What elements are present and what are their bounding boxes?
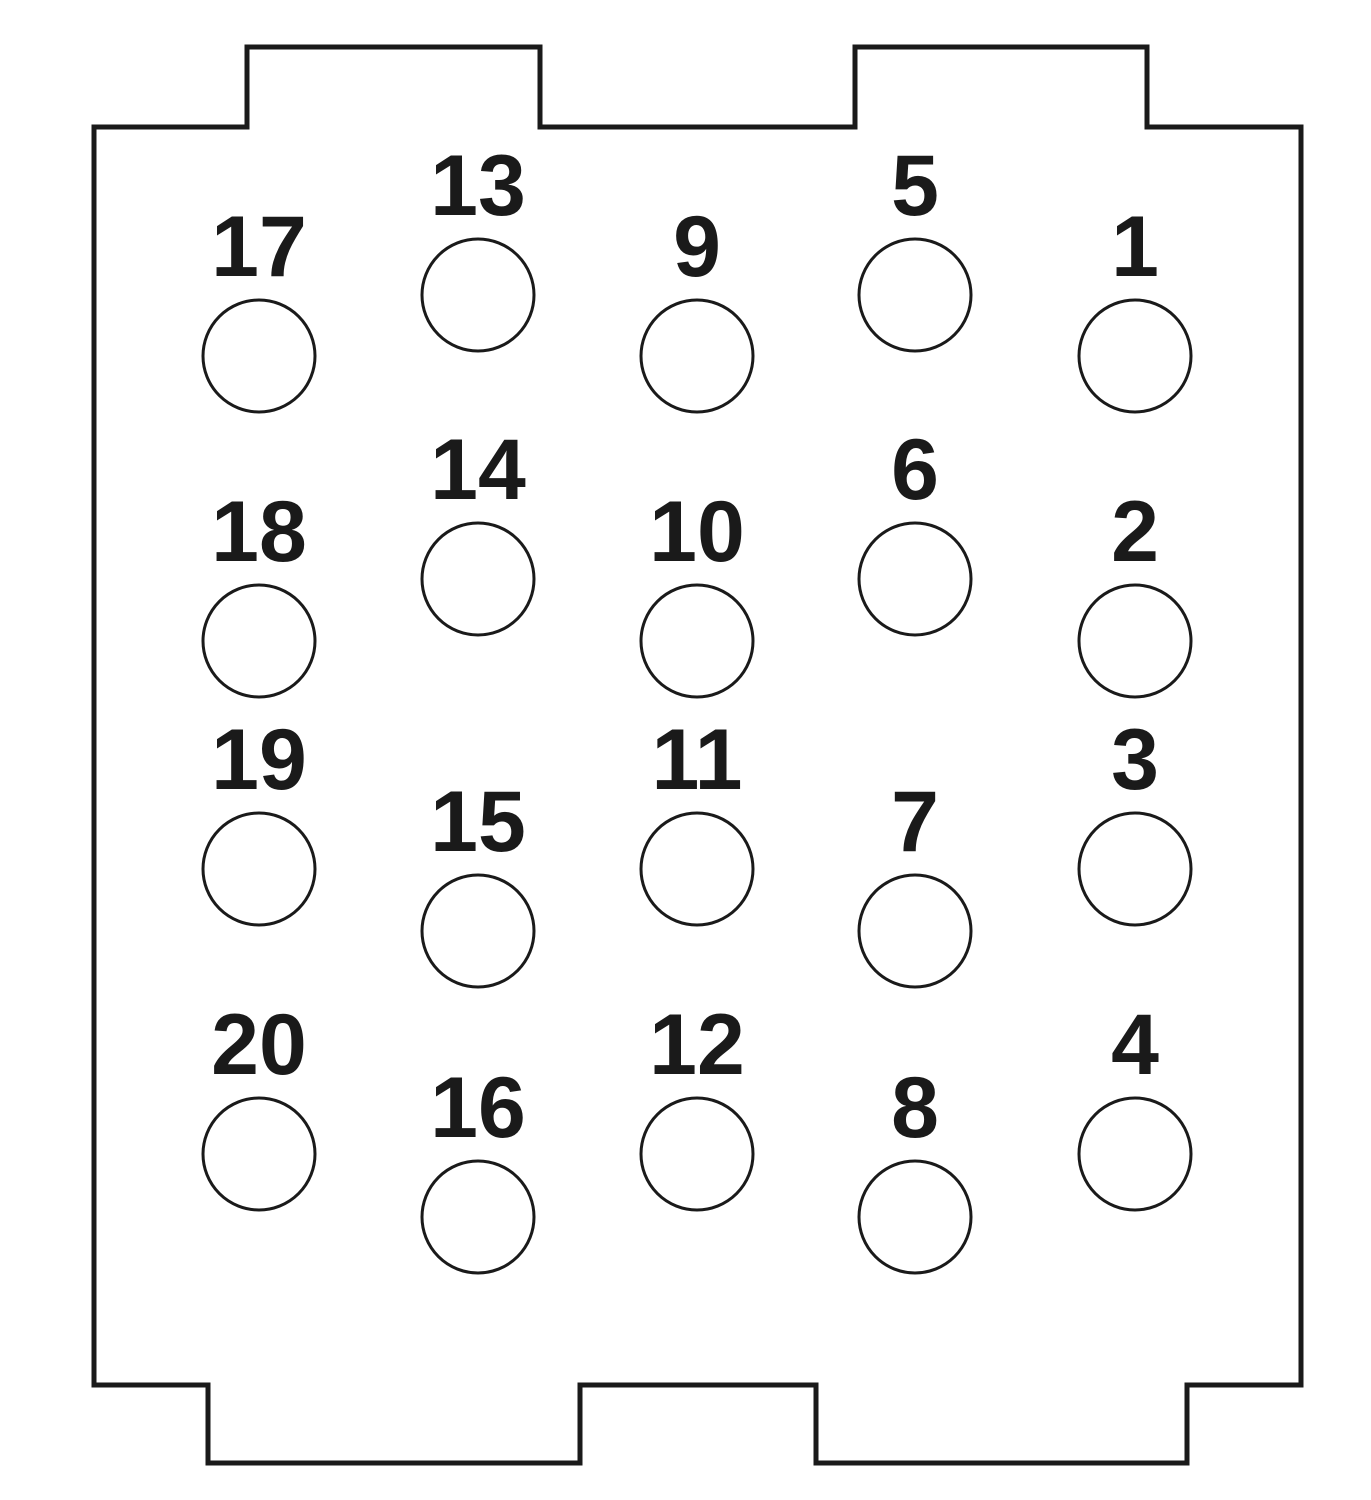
pin-label-13: 13 [430,138,526,234]
pin-label-6: 6 [891,422,939,518]
pin-hole-14 [420,521,536,637]
pin-hole-5 [857,237,973,353]
pin-hole-1 [1077,298,1193,414]
pin-label-2: 2 [1111,484,1159,580]
pin-label-20: 20 [211,997,307,1093]
pin-hole-4 [1077,1096,1193,1212]
pin-hole-10 [639,583,755,699]
pin-hole-17 [201,298,317,414]
pin-hole-11 [639,811,755,927]
pin-label-1: 1 [1111,199,1159,295]
pin-label-3: 3 [1111,712,1159,808]
pin-label-8: 8 [891,1060,939,1156]
pin-label-11: 11 [652,712,743,808]
pin-hole-20 [201,1096,317,1212]
pin-label-10: 10 [649,484,745,580]
pin-label-19: 19 [211,712,307,808]
pin-label-17: 17 [211,199,307,295]
pin-hole-6 [857,521,973,637]
pin-label-9: 9 [673,199,721,295]
pin-label-7: 7 [891,774,939,870]
pin-hole-8 [857,1159,973,1275]
pin-hole-3 [1077,811,1193,927]
pin-hole-13 [420,237,536,353]
pin-hole-9 [639,298,755,414]
pin-hole-12 [639,1096,755,1212]
pin-hole-19 [201,811,317,927]
connector-housing-outline [91,44,1304,1466]
pin-hole-7 [857,873,973,989]
pin-hole-15 [420,873,536,989]
pin-label-5: 5 [891,138,939,234]
pin-hole-18 [201,583,317,699]
pin-label-18: 18 [211,484,307,580]
pin-label-15: 15 [430,774,526,870]
pin-label-16: 16 [430,1060,526,1156]
pin-hole-16 [420,1159,536,1275]
pin-label-14: 14 [430,422,526,518]
pin-hole-2 [1077,583,1193,699]
pin-label-4: 4 [1111,997,1159,1093]
pin-label-12: 12 [649,997,745,1093]
